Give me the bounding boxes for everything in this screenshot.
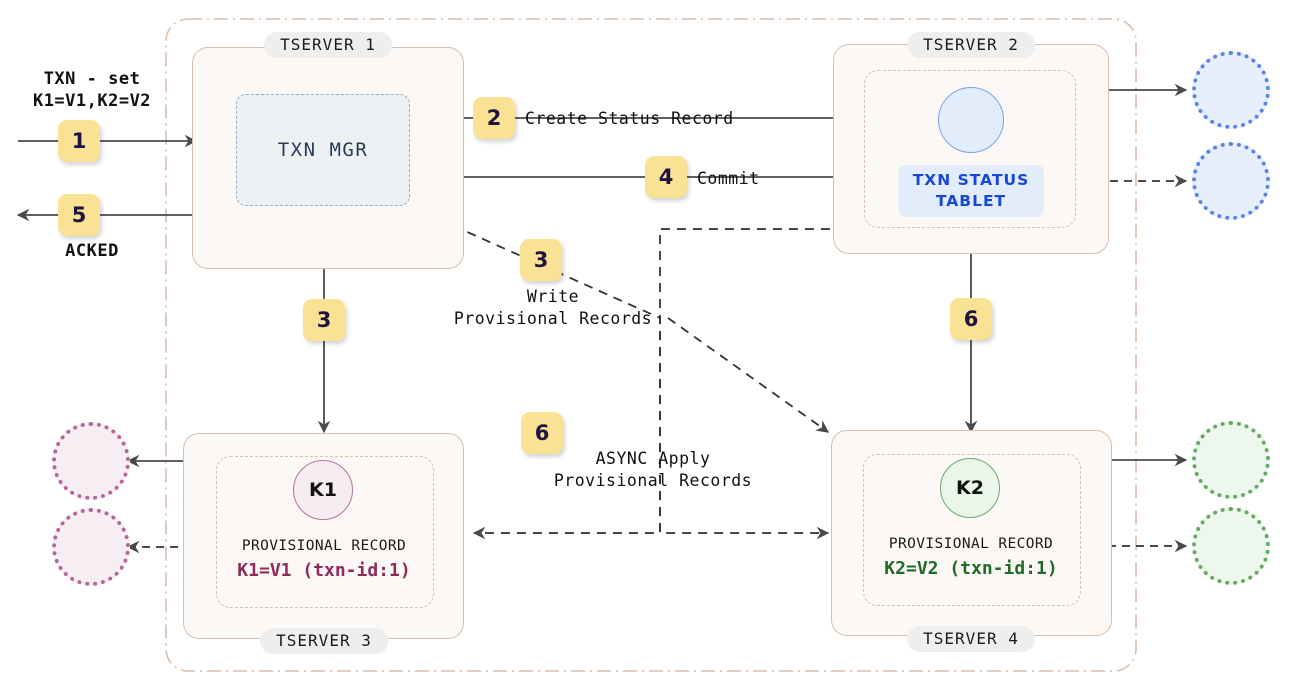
label-commit: Commit: [697, 169, 760, 188]
request-line-2: K1=V1,K2=V2: [32, 91, 152, 111]
txn-mgr-box[interactable]: TXN MGR: [236, 94, 410, 206]
txn-status-circle: [938, 87, 1004, 153]
tserver-3-label: TSERVER 3: [260, 628, 388, 654]
key-circle-k2: K2: [940, 458, 1000, 518]
tserver-4-label: TSERVER 4: [907, 626, 1035, 652]
txn-status-tablet-line1: TXN STATUS: [912, 171, 1030, 189]
request-line-1: TXN - set: [43, 69, 141, 89]
label-create-status-record: Create Status Record: [525, 109, 734, 128]
tserver-4-record-title: PROVISIONAL RECORD: [888, 536, 1054, 552]
replica-circle-blue-1: [1192, 51, 1270, 129]
step-badge-6-middle[interactable]: 6: [521, 412, 563, 454]
replica-circle-blue-2: [1192, 142, 1270, 220]
label-write-provisional-line2: Provisional Records: [453, 309, 653, 328]
tserver-2-tablet-box[interactable]: [864, 70, 1076, 228]
tserver-2-label: TSERVER 2: [907, 32, 1035, 58]
label-async-apply-line2: Provisional Records: [553, 471, 753, 490]
label-write-provisional-line1: Write: [526, 287, 580, 306]
step-badge-3-right[interactable]: 3: [520, 239, 562, 281]
step-badge-2[interactable]: 2: [473, 97, 515, 139]
step-badge-3-left[interactable]: 3: [303, 299, 345, 341]
tserver-3-record-value: K1=V1 (txn-id:1): [237, 560, 411, 581]
tserver-4-tablet-box[interactable]: [863, 454, 1081, 606]
step-badge-4[interactable]: 4: [645, 156, 687, 198]
key-circle-k1: K1: [293, 460, 353, 520]
txn-status-tablet-line2: TABLET: [935, 191, 1007, 210]
tserver-3-tablet-box[interactable]: [216, 456, 434, 608]
step-badge-1[interactable]: 1: [58, 120, 100, 162]
replica-circle-green-2: [1192, 507, 1270, 585]
label-async-apply-line1: ASYNC Apply: [595, 449, 711, 468]
replica-circle-pink-2: [52, 508, 130, 586]
step-badge-5[interactable]: 5: [58, 194, 100, 236]
cluster-boundary: [165, 18, 1137, 672]
replica-circle-green-1: [1192, 421, 1270, 499]
tserver-1-label: TSERVER 1: [264, 32, 392, 58]
arrow-step-3-right-diag: [667, 317, 830, 433]
step-badge-6-right[interactable]: 6: [950, 298, 992, 340]
replica-circle-pink-1: [52, 422, 130, 500]
tserver-4-record-value: K2=V2 (txn-id:1): [884, 558, 1058, 579]
acked-label: ACKED: [65, 241, 119, 261]
txn-status-tablet-chip: TXN STATUS TABLET: [898, 165, 1044, 217]
tserver-3-record-title: PROVISIONAL RECORD: [241, 538, 407, 554]
